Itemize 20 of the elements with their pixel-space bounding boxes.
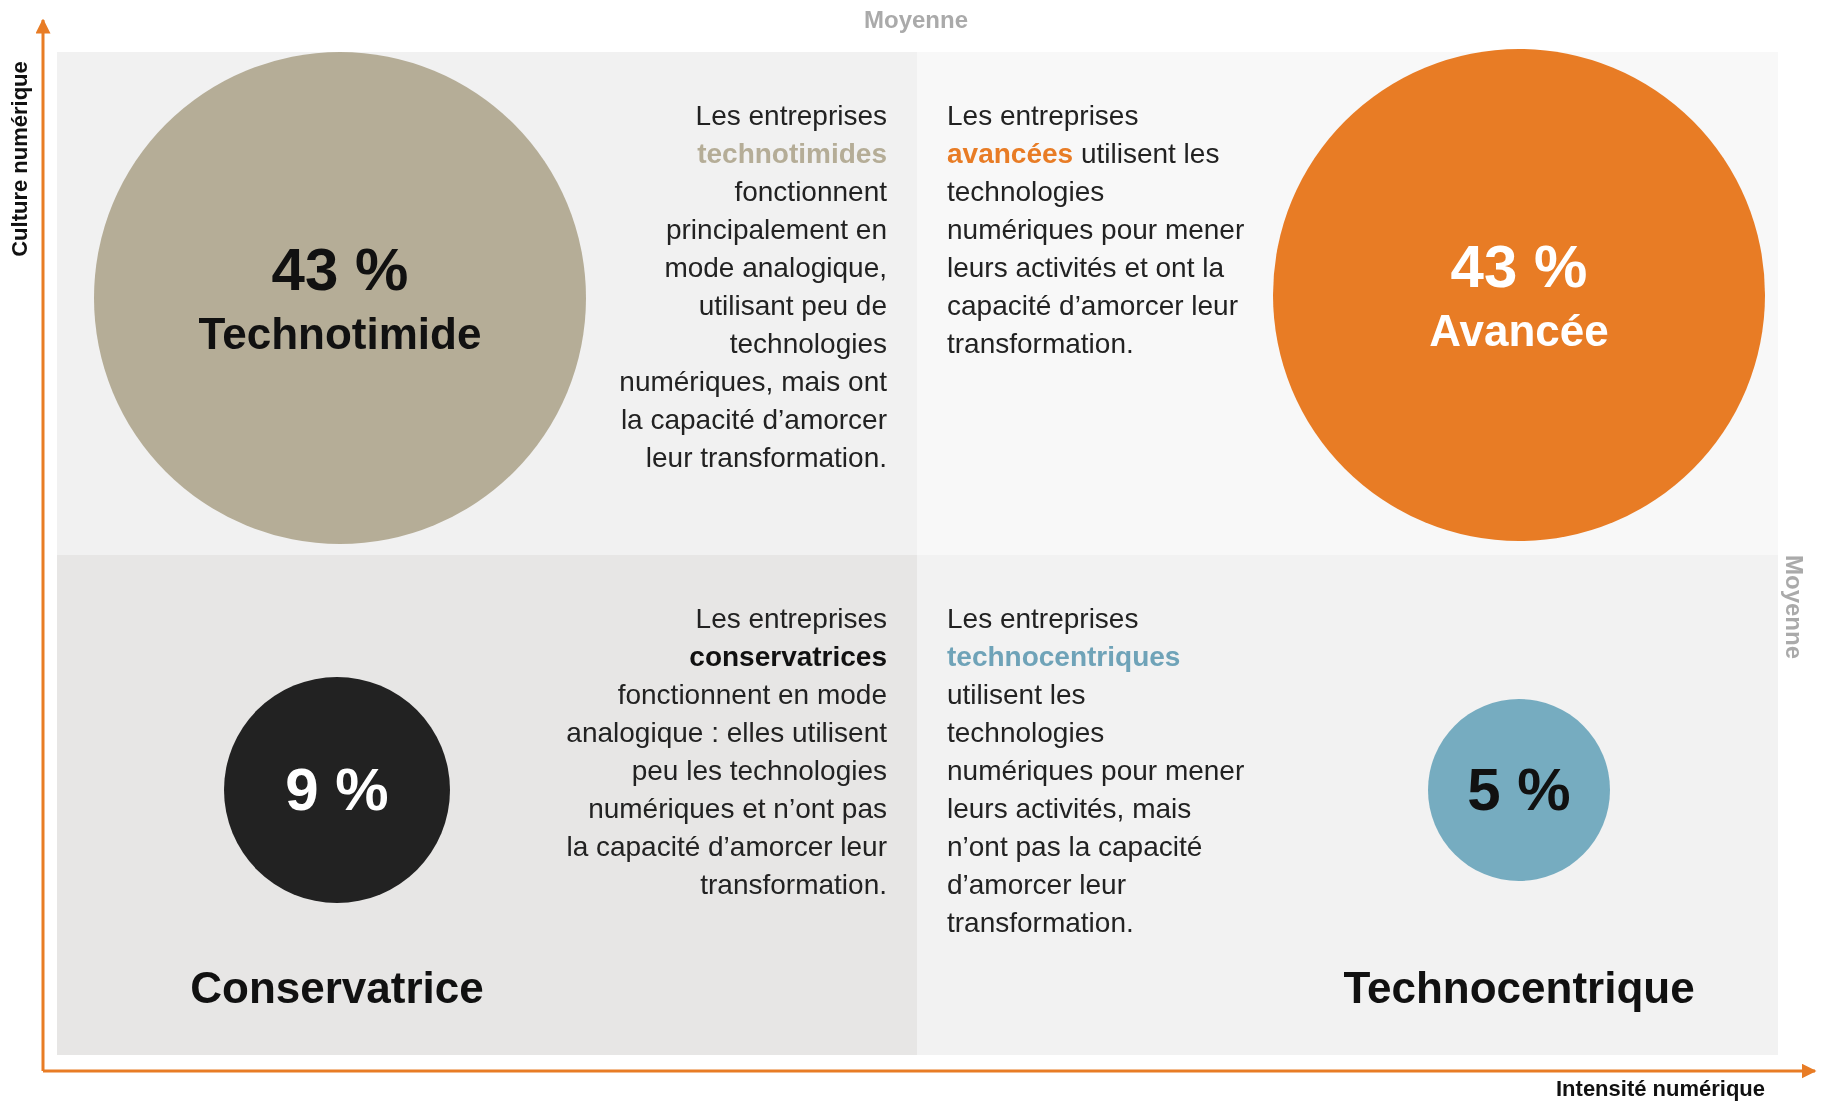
axis-title: Culture numérique (7, 60, 33, 259)
percentage-value: 9 % (285, 755, 389, 825)
quadrant-panel (917, 555, 1778, 1055)
description-text: Les entreprises technocentriques utilisent les technologies numériques pour mener leurs activités, mais n’ont pas la capacité d’amorcer leur transformation. (947, 602, 1246, 940)
percentage-value: 5 % (1467, 755, 1571, 825)
category-name: Conservatrice (189, 962, 485, 1014)
axis-title: Intensité numérique (1556, 1076, 1766, 1102)
percentage-value: 43 % (1450, 232, 1588, 302)
quadrant-panel (57, 555, 917, 1055)
category-name: Technocentrique (1342, 962, 1696, 1014)
quadrant-panel (57, 52, 917, 555)
percentage-value: 43 % (271, 235, 409, 305)
description-text: Les entreprises avancées utilisent les technologies numériques pour mener leurs activités et ont la capacité d’amorcer leur transformation. (947, 99, 1246, 361)
category-name: Technotimide (198, 308, 482, 360)
category-name: Avancée (1429, 305, 1609, 357)
midline-label: Moyenne (864, 6, 968, 34)
description-text: Les entreprises technotimides fonctionnent principalement en mode analogique, utilisant peu de technologies numériques, mais ont la capacité d’amorcer leur transformation. (618, 99, 887, 475)
quadrant-panel (917, 52, 1778, 555)
midline-label: Moyenne (1780, 555, 1808, 659)
description-text: Les entreprises conservatrices fonctionnent en mode analogique : elles utilisent peu les technologies numériques et n’ont pas la capacité d’amorcer leur transformation. (565, 602, 887, 902)
